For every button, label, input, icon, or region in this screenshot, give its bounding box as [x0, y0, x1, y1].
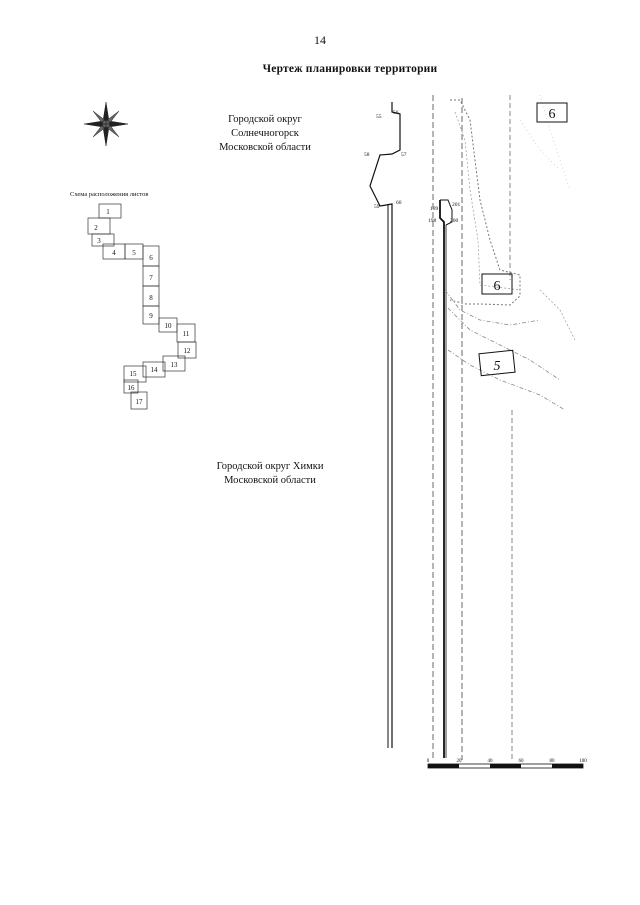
sheet-number: 10 [165, 322, 173, 330]
page-number: 14 [314, 33, 326, 47]
sheet-number: 12 [184, 347, 192, 355]
sheet-number: 2 [94, 224, 98, 232]
region-label-khimki: Городской округ Химки Московской области [190, 460, 350, 488]
sheet-number: 14 [151, 366, 159, 374]
scale-tick-label: 80 [550, 759, 556, 764]
point-label: 199 [430, 206, 439, 212]
planning-drawing [369, 94, 576, 760]
sheet-number: 11 [183, 330, 190, 338]
point-label: 200 [450, 218, 459, 224]
zone-label: 5 [494, 359, 501, 374]
region-line: Московской области [224, 475, 316, 486]
compass-rose-icon [83, 101, 129, 147]
sheet-number: 1 [106, 208, 110, 216]
point-label: 58 [364, 152, 370, 158]
region-line: Солнечногорск [231, 128, 299, 139]
scale-tick-label: 60 [519, 759, 525, 764]
point-label: 55 [376, 114, 382, 120]
sheet-number: 17 [136, 398, 144, 406]
point-label: 201 [452, 202, 461, 208]
sheet-number: 13 [171, 361, 179, 369]
region-line: Городской округ [228, 114, 302, 125]
sheet-number: 5 [132, 249, 136, 257]
region-line: Городской округ Химки [216, 461, 324, 472]
point-label: 57 [401, 152, 407, 158]
page-title: Чертеж планировки территории [262, 63, 438, 75]
sheet-number: 6 [149, 254, 153, 262]
sheet-layout-label: Схема расположения листов [70, 191, 149, 198]
scale-tick-label: 40 [488, 759, 494, 764]
sheet-number: 9 [149, 312, 153, 320]
sheet-number: 7 [149, 274, 153, 282]
sheet-number: 4 [112, 249, 116, 257]
scale-tick-label: 100 [579, 759, 587, 764]
region-label-solnechnogorsk: Городской округ Солнечногорск Московской… [195, 113, 335, 155]
point-label: 56 [393, 110, 399, 116]
sheet-number: 3 [97, 237, 101, 245]
scale-tick-label: 20 [457, 759, 463, 764]
zone-label: 6 [494, 279, 501, 294]
sheet-number: 16 [128, 384, 136, 392]
point-label: 59 [374, 204, 380, 210]
region-line: Московской области [219, 142, 311, 153]
sheet-number: 8 [149, 294, 153, 302]
point-label: 60 [396, 200, 402, 206]
sheet-number: 15 [130, 370, 138, 378]
scale-bar [427, 763, 584, 769]
sheet-layout-scheme [87, 203, 197, 410]
zone-label: 6 [549, 107, 556, 122]
point-label: 198 [428, 218, 437, 224]
scale-tick-label: 0 [427, 759, 430, 764]
